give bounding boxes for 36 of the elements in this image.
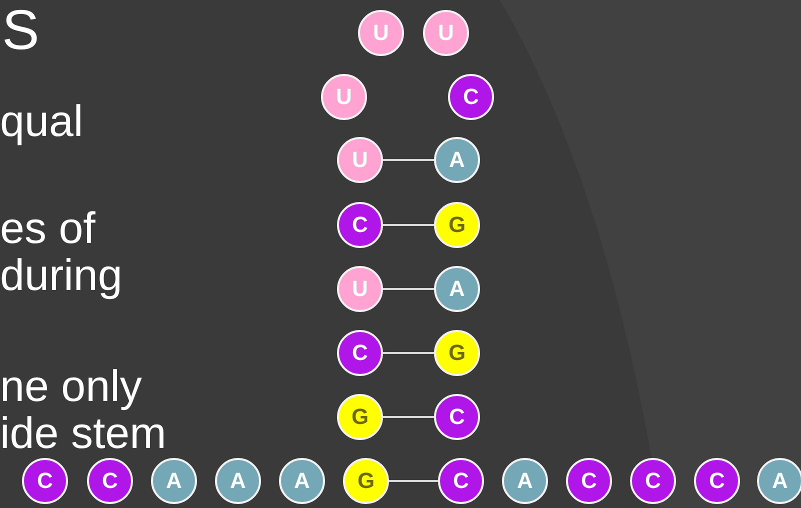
nucleotide-circle: G <box>434 330 480 376</box>
nucleotide-circle: C <box>566 458 612 504</box>
nucleotide-circle: A <box>502 458 548 504</box>
base-pair-line <box>389 480 438 482</box>
nucleotide-circle: C <box>448 74 494 120</box>
nucleotide-circle: C <box>630 458 676 504</box>
nucleotide-circle: C <box>434 394 480 440</box>
nucleotide-circle: C <box>87 458 133 504</box>
nucleotide-circle: U <box>358 10 404 56</box>
nucleotide-circle: G <box>337 394 383 440</box>
body-text: ide stem <box>0 412 166 456</box>
nucleotide-circle: U <box>423 10 469 56</box>
heading-text: S <box>2 2 40 58</box>
nucleotide-circle: C <box>337 202 383 248</box>
nucleotide-circle: A <box>151 458 197 504</box>
body-text: ne only <box>0 365 142 409</box>
body-text: es of <box>0 207 96 251</box>
base-pair-line <box>383 416 434 418</box>
base-pair-line <box>383 159 434 161</box>
nucleotide-circle: C <box>337 330 383 376</box>
nucleotide-circle: A <box>434 137 480 183</box>
body-text: qual <box>0 100 84 144</box>
nucleotide-circle: U <box>337 137 383 183</box>
nucleotide-circle: U <box>321 74 367 120</box>
body-text: during <box>0 254 122 298</box>
nucleotide-circle: G <box>343 458 389 504</box>
base-pair-line <box>383 352 434 354</box>
nucleotide-circle: A <box>215 458 261 504</box>
nucleotide-circle: G <box>434 202 480 248</box>
nucleotide-circle: A <box>279 458 325 504</box>
base-pair-line <box>383 288 434 290</box>
nucleotide-circle: C <box>22 458 68 504</box>
nucleotide-circle: C <box>438 458 484 504</box>
base-pair-line <box>383 224 434 226</box>
nucleotide-circle: U <box>337 266 383 312</box>
nucleotide-circle: A <box>434 266 480 312</box>
